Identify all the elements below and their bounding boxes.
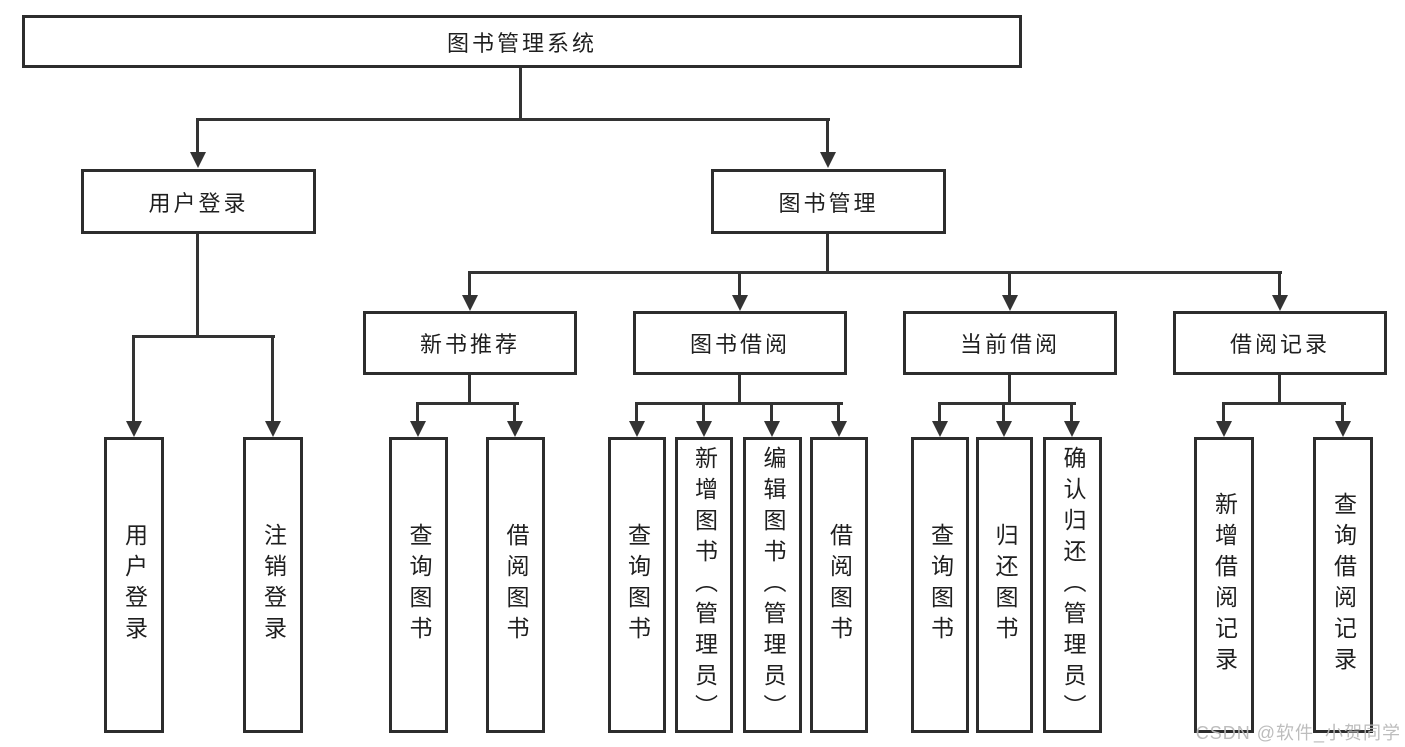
leaf-query-books-recommend: 查询图书 (389, 437, 448, 733)
node-root: 图书管理系统 (22, 15, 1022, 68)
node-user-login-label: 用户登录 (148, 190, 249, 216)
arrowhead-icon (126, 421, 142, 437)
node-current-borrow-label: 当前借阅 (959, 332, 1060, 357)
node-user-login: 用户登录 (81, 169, 316, 234)
leaf-query-books-borrow-label: 查询图书 (624, 523, 651, 647)
leaf-query-borrow-record-label: 查询借阅记录 (1330, 492, 1357, 678)
arrowhead-icon (1335, 421, 1351, 437)
node-book-management: 图书管理 (711, 169, 946, 234)
node-new-book-recommend-label: 新书推荐 (419, 332, 520, 357)
leaf-logout-label: 注销登录 (260, 523, 287, 647)
connector-line (1341, 402, 1344, 421)
leaf-query-books-current: 查询图书 (911, 437, 969, 733)
arrowhead-icon (1002, 295, 1018, 311)
arrowhead-icon (410, 421, 426, 437)
connector-line (1070, 402, 1073, 421)
leaf-return-book-label: 归还图书 (992, 523, 1018, 647)
connector-line (738, 271, 741, 297)
connector-line (132, 335, 135, 421)
leaf-query-books-borrow: 查询图书 (608, 437, 666, 733)
connector-line (826, 234, 829, 273)
connector-line (468, 375, 471, 404)
connector-line (738, 375, 741, 404)
leaf-edit-book-admin-label: 编辑图书（管理员） (760, 445, 786, 725)
arrowhead-icon (996, 421, 1012, 437)
connector-line (416, 402, 419, 421)
leaf-add-book-admin-label: 新增图书（管理员） (691, 445, 718, 725)
connector-line (1008, 271, 1011, 297)
leaf-add-borrow-record-label: 新增借阅记录 (1211, 492, 1238, 678)
connector-line (468, 271, 471, 297)
leaf-borrow-books-label: 借阅图书 (826, 523, 853, 647)
node-new-book-recommend: 新书推荐 (363, 311, 577, 375)
leaf-borrow-books-recommend: 借阅图书 (486, 437, 545, 733)
leaf-logout: 注销登录 (243, 437, 303, 733)
leaf-query-books-recommend-label: 查询图书 (406, 523, 432, 647)
connector-line (196, 234, 199, 337)
leaf-add-borrow-record: 新增借阅记录 (1194, 437, 1254, 733)
leaf-query-books-current-label: 查询图书 (927, 523, 954, 647)
connector-line (1222, 402, 1346, 405)
arrowhead-icon (1216, 421, 1232, 437)
connector-line (468, 271, 1282, 274)
leaf-confirm-return-admin-label: 确认归还（管理员） (1060, 445, 1086, 725)
connector-line (770, 402, 773, 421)
node-borrow-records: 借阅记录 (1173, 311, 1387, 375)
connector-line (196, 118, 199, 153)
leaf-borrow-books-recommend-label: 借阅图书 (503, 523, 529, 647)
node-book-borrow: 图书借阅 (633, 311, 847, 375)
connector-line (1008, 375, 1011, 404)
connector-line (826, 118, 829, 153)
connector-line (837, 402, 840, 421)
leaf-confirm-return-admin: 确认归还（管理员） (1043, 437, 1102, 733)
csdn-watermark: CSDN @软件_小贺同学 (1195, 723, 1401, 743)
connector-line (196, 118, 830, 121)
node-borrow-records-label: 借阅记录 (1229, 332, 1330, 357)
connector-line (132, 335, 275, 338)
arrowhead-icon (1272, 295, 1288, 311)
node-book-borrow-label: 图书借阅 (689, 332, 790, 357)
leaf-borrow-books: 借阅图书 (810, 437, 868, 733)
arrowhead-icon (265, 421, 281, 437)
connector-line (416, 402, 519, 405)
connector-line (271, 335, 274, 421)
arrowhead-icon (190, 152, 206, 168)
leaf-query-borrow-record: 查询借阅记录 (1313, 437, 1373, 733)
arrowhead-icon (831, 421, 847, 437)
node-book-management-label: 图书管理 (778, 190, 879, 216)
connector-line (635, 402, 638, 421)
leaf-user-login-label: 用户登录 (121, 523, 148, 647)
node-root-label: 图书管理系统 (446, 30, 597, 56)
leaf-return-book: 归还图书 (976, 437, 1033, 733)
arrowhead-icon (764, 421, 780, 437)
arrowhead-icon (732, 295, 748, 311)
connector-line (938, 402, 941, 421)
connector-line (635, 402, 843, 405)
arrowhead-icon (820, 152, 836, 168)
arrowhead-icon (629, 421, 645, 437)
arrowhead-icon (462, 295, 478, 311)
connector-line (1222, 402, 1225, 421)
connector-line (1278, 271, 1281, 297)
connector-line (513, 402, 516, 421)
arrowhead-icon (507, 421, 523, 437)
arrowhead-icon (696, 421, 712, 437)
arrowhead-icon (932, 421, 948, 437)
arrowhead-icon (1064, 421, 1080, 437)
connector-line (1002, 402, 1005, 421)
connector-line (519, 68, 522, 120)
node-current-borrow: 当前借阅 (903, 311, 1117, 375)
connector-line (702, 402, 705, 421)
leaf-add-book-admin: 新增图书（管理员） (675, 437, 733, 733)
leaf-edit-book-admin: 编辑图书（管理员） (743, 437, 802, 733)
leaf-user-login: 用户登录 (104, 437, 164, 733)
connector-line (938, 402, 1076, 405)
connector-line (1278, 375, 1281, 404)
